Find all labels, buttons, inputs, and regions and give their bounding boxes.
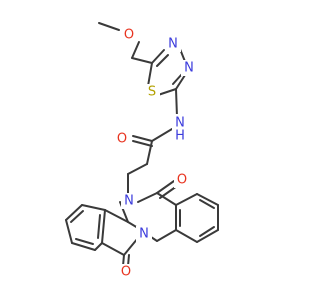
bond-lb6-double xyxy=(97,214,101,239)
bond-c5-n4-double xyxy=(156,54,169,67)
bond-ch2-ring xyxy=(131,57,153,64)
label-bg xyxy=(136,226,152,242)
benzene-ring-left xyxy=(65,204,106,251)
molecule-structure: O N N S N H O N O N O xyxy=(65,22,219,280)
bond-rb4 xyxy=(196,229,219,243)
bond-rb5 xyxy=(175,229,198,243)
label-bg xyxy=(181,60,197,76)
bond-fuse-co xyxy=(101,242,125,256)
bond-c2-nh xyxy=(175,88,178,118)
methoxymethyl-group xyxy=(98,22,153,64)
bond-lb1 xyxy=(81,204,106,211)
bond-lb2 xyxy=(65,204,83,221)
bond-co-nbridge xyxy=(123,237,139,256)
atom-label-h-amide: H xyxy=(175,129,185,144)
bond-co-o xyxy=(132,135,153,142)
amide-linker xyxy=(127,88,178,198)
bond-rb1 xyxy=(175,193,198,206)
atom-label-o-isoindole: O xyxy=(121,265,131,280)
label-bg xyxy=(114,131,130,147)
benzene-ring-right xyxy=(175,193,219,243)
label-bg xyxy=(165,36,181,52)
bond-ch-ar xyxy=(104,209,129,223)
molecule-canvas: O N N S N H O N O N O xyxy=(65,22,219,280)
bond-rb2 xyxy=(196,193,219,206)
label-bg xyxy=(118,264,134,280)
bond-n3-c2-double xyxy=(172,73,183,85)
bond-lb2-double xyxy=(70,210,84,223)
bond-co-ch2 xyxy=(146,140,153,165)
quinazolinone-ring xyxy=(119,180,178,242)
bond-lb4-double xyxy=(75,238,94,245)
bond-n-co xyxy=(137,192,158,203)
atom-labels: O N N S N H O N O N O xyxy=(114,26,197,280)
bond-c5-n4 xyxy=(151,49,165,64)
bond-lb3 xyxy=(65,219,73,244)
bond-co-ar xyxy=(156,192,177,206)
bond-lb5 xyxy=(94,242,103,251)
bond-co-o-double xyxy=(132,140,153,147)
bond-co-o2 xyxy=(156,180,175,194)
bond-fuse-c xyxy=(156,229,177,242)
bond-methyl-o xyxy=(98,22,120,31)
label-bg xyxy=(174,172,190,188)
atom-label-n-amide: N xyxy=(175,116,185,131)
label-bg xyxy=(121,26,137,42)
label-bg xyxy=(144,84,160,100)
atom-label-n-quinazoline: N xyxy=(124,194,134,209)
isoindolone-ring xyxy=(101,209,139,267)
label-bg xyxy=(121,193,137,209)
atom-label-s-thiadiazole: S xyxy=(148,85,156,100)
bond-ch2-ch2 xyxy=(127,163,148,175)
bond-nh-co xyxy=(151,128,173,142)
bond-lb4 xyxy=(71,242,96,251)
atom-label-n-bridge: N xyxy=(139,227,149,242)
bond-ar-fuse2 xyxy=(101,209,106,244)
atom-label-n-thiadiazole-2: N xyxy=(184,61,194,76)
bond-o-ch2 xyxy=(131,41,140,59)
bond-rb4-double xyxy=(199,226,215,237)
label-bg xyxy=(172,114,188,142)
bond-c2-s xyxy=(157,88,177,96)
bond-rb2-double xyxy=(199,199,215,209)
atom-label-o-methoxy: O xyxy=(124,28,134,43)
bond-s-c5 xyxy=(147,62,153,87)
atom-label-n-thiadiazole-1: N xyxy=(168,37,178,52)
atom-label-o-quinazoline: O xyxy=(177,173,187,188)
atom-label-o-amide: O xyxy=(117,132,127,147)
